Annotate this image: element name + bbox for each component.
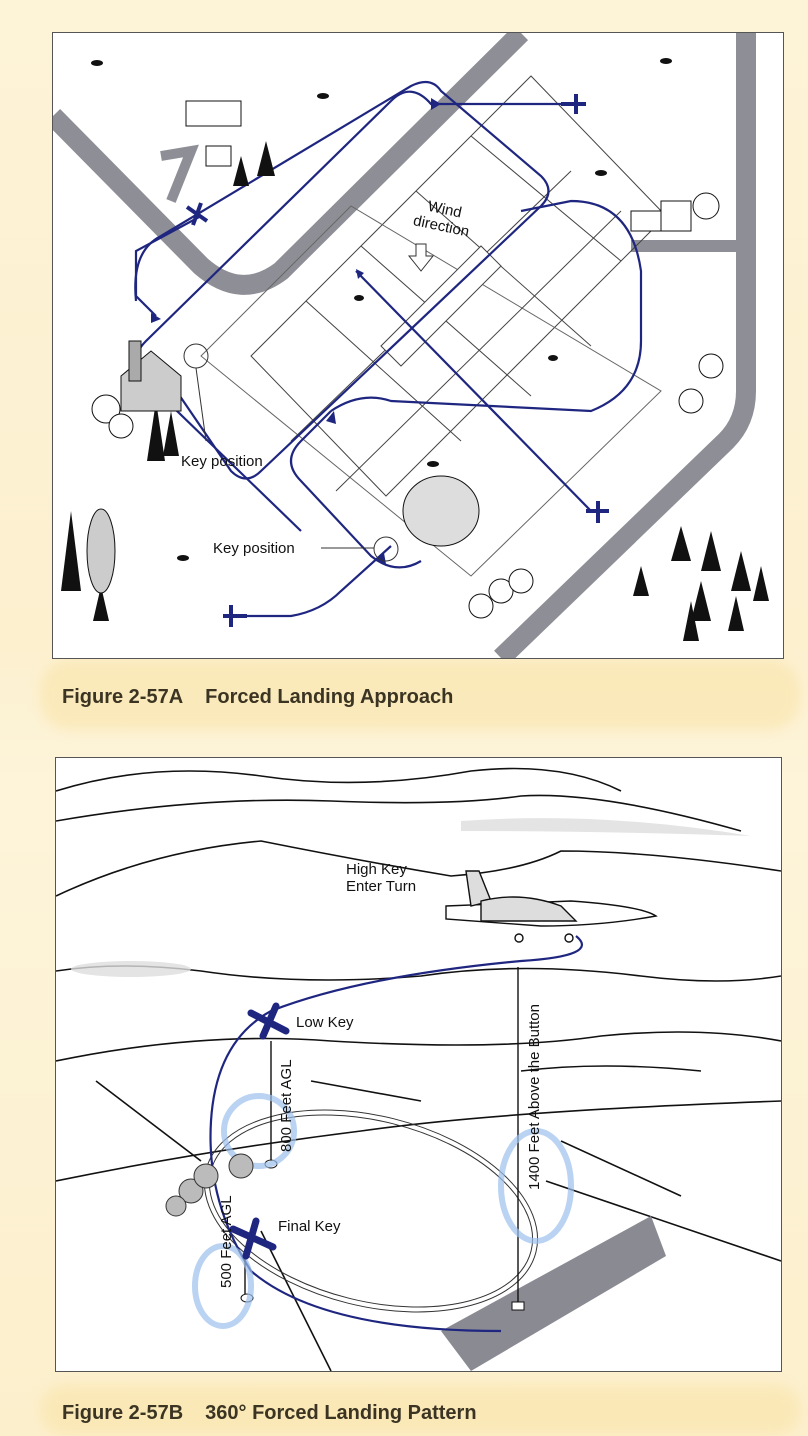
figure-title: 360° Forced Landing Pattern [205, 1402, 477, 1424]
roads [53, 33, 756, 658]
key-position-circle-lower [373, 536, 399, 562]
trees [61, 141, 769, 641]
figure-a-caption: Figure 2-57A Forced Landing Approach [62, 686, 453, 709]
airplane-icons [229, 1002, 290, 1260]
low-key-label: Low Key [296, 1014, 354, 1031]
high-key-text: High Key [346, 861, 407, 878]
flight-path [209, 935, 583, 1333]
altitude-1400-label: 1400 Feet Above the Button [526, 1004, 543, 1190]
buildings [86, 100, 692, 594]
high-key-label: High Key Enter Turn [346, 861, 416, 895]
key-position-circle-upper [183, 343, 209, 369]
airplane-icons [185, 94, 609, 627]
direction-arrows [151, 98, 441, 564]
grass-tufts [91, 58, 672, 561]
360-forced-landing-pattern-illustration [56, 767, 781, 1371]
figure-b-caption: Figure 2-57B 360° Forced Landing Pattern [62, 1402, 477, 1425]
airplane-high-key [445, 870, 658, 943]
altitude-500-label: 500 Feet AGL [218, 1195, 235, 1288]
figure-number: Figure 2-57A [62, 686, 184, 708]
fields [200, 75, 667, 577]
runway [441, 1216, 666, 1371]
deciduous-trees [91, 192, 724, 619]
terrain-lines [56, 767, 781, 1371]
clouds [71, 818, 751, 977]
figure-title: Forced Landing Approach [205, 686, 454, 708]
key-position-label-upper: Key position [181, 453, 263, 470]
highlight [40, 1385, 800, 1435]
highlight [40, 660, 800, 730]
altitude-800-label: 800 Feet AGL [278, 1059, 295, 1152]
annotation-scribbles [192, 1093, 574, 1329]
final-key-label: Final Key [278, 1218, 341, 1235]
figure-number: Figure 2-57B [62, 1402, 184, 1424]
shrubs [165, 1153, 254, 1217]
figure-a-diagram: Wind direction Key position Key position [52, 32, 784, 659]
wind-arrow-icon [407, 243, 435, 272]
figure-b-diagram: High Key Enter Turn Low Key 800 Feet AGL… [55, 757, 782, 1372]
key-position-label-lower: Key position [213, 540, 295, 557]
enter-turn-text: Enter Turn [346, 878, 417, 895]
forced-landing-approach-map [53, 33, 769, 658]
